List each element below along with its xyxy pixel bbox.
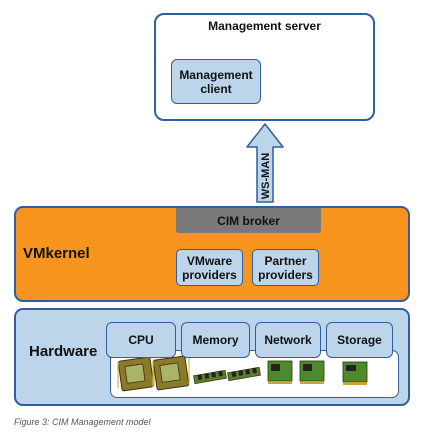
ws-man-arrow-shape — [246, 123, 284, 203]
vmkernel-label: VMkernel — [23, 245, 90, 262]
memory-stick-image — [193, 369, 227, 385]
network-card-image — [299, 360, 325, 384]
management-client-box: Management client — [171, 59, 261, 104]
figure-caption: Figure 3: CIM Management model — [14, 417, 151, 427]
vmware-providers-box: VMware providers — [176, 249, 243, 286]
cpu-box: CPU — [106, 322, 176, 358]
network-card-image — [267, 360, 293, 384]
cim-broker-box: CIM broker — [176, 208, 321, 233]
memory-box: Memory — [181, 322, 250, 358]
hardware-label: Hardware — [29, 343, 98, 360]
storage-card-image — [342, 361, 368, 385]
partner-providers-box: Partner providers — [252, 249, 319, 286]
management-server-title: Management server — [208, 19, 321, 33]
cpu-chip-image — [152, 355, 190, 391]
network-box: Network — [255, 322, 321, 358]
memory-stick-image — [227, 366, 261, 382]
storage-box: Storage — [326, 322, 393, 358]
cpu-chip-image — [117, 356, 155, 392]
ws-man-arrow-label: WS-MAN — [260, 153, 272, 199]
